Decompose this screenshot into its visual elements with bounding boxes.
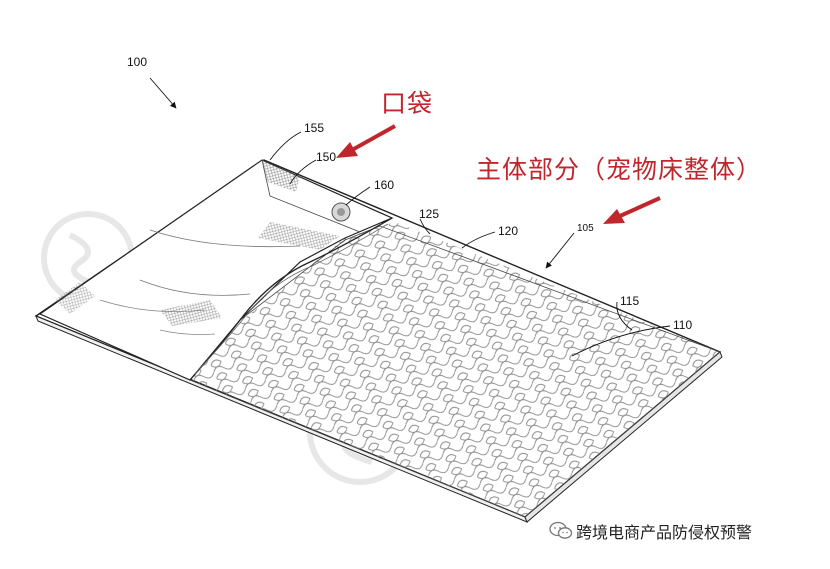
ref-150: 150 bbox=[316, 150, 337, 164]
wechat-chat-icon bbox=[549, 521, 573, 539]
annotation-main-body: 主体部分（宠物床整体） bbox=[476, 155, 763, 184]
ref-100: 100 bbox=[127, 55, 148, 69]
ref-120: 120 bbox=[498, 224, 519, 238]
ref-115: 115 bbox=[620, 294, 640, 308]
annotation-pocket: 口袋 bbox=[381, 89, 434, 118]
annotation-arrows bbox=[336, 124, 661, 224]
ref-110: 110 bbox=[673, 318, 693, 332]
ref-105: 105 bbox=[577, 223, 594, 234]
pocket bbox=[38, 159, 394, 381]
leader-lines bbox=[149, 77, 671, 357]
ref-155: 155 bbox=[304, 121, 325, 135]
ref-160: 160 bbox=[374, 178, 395, 192]
ref-125: 125 bbox=[419, 207, 440, 221]
watermark-account-name: 跨境电商产品防侵权预警 bbox=[576, 523, 753, 542]
